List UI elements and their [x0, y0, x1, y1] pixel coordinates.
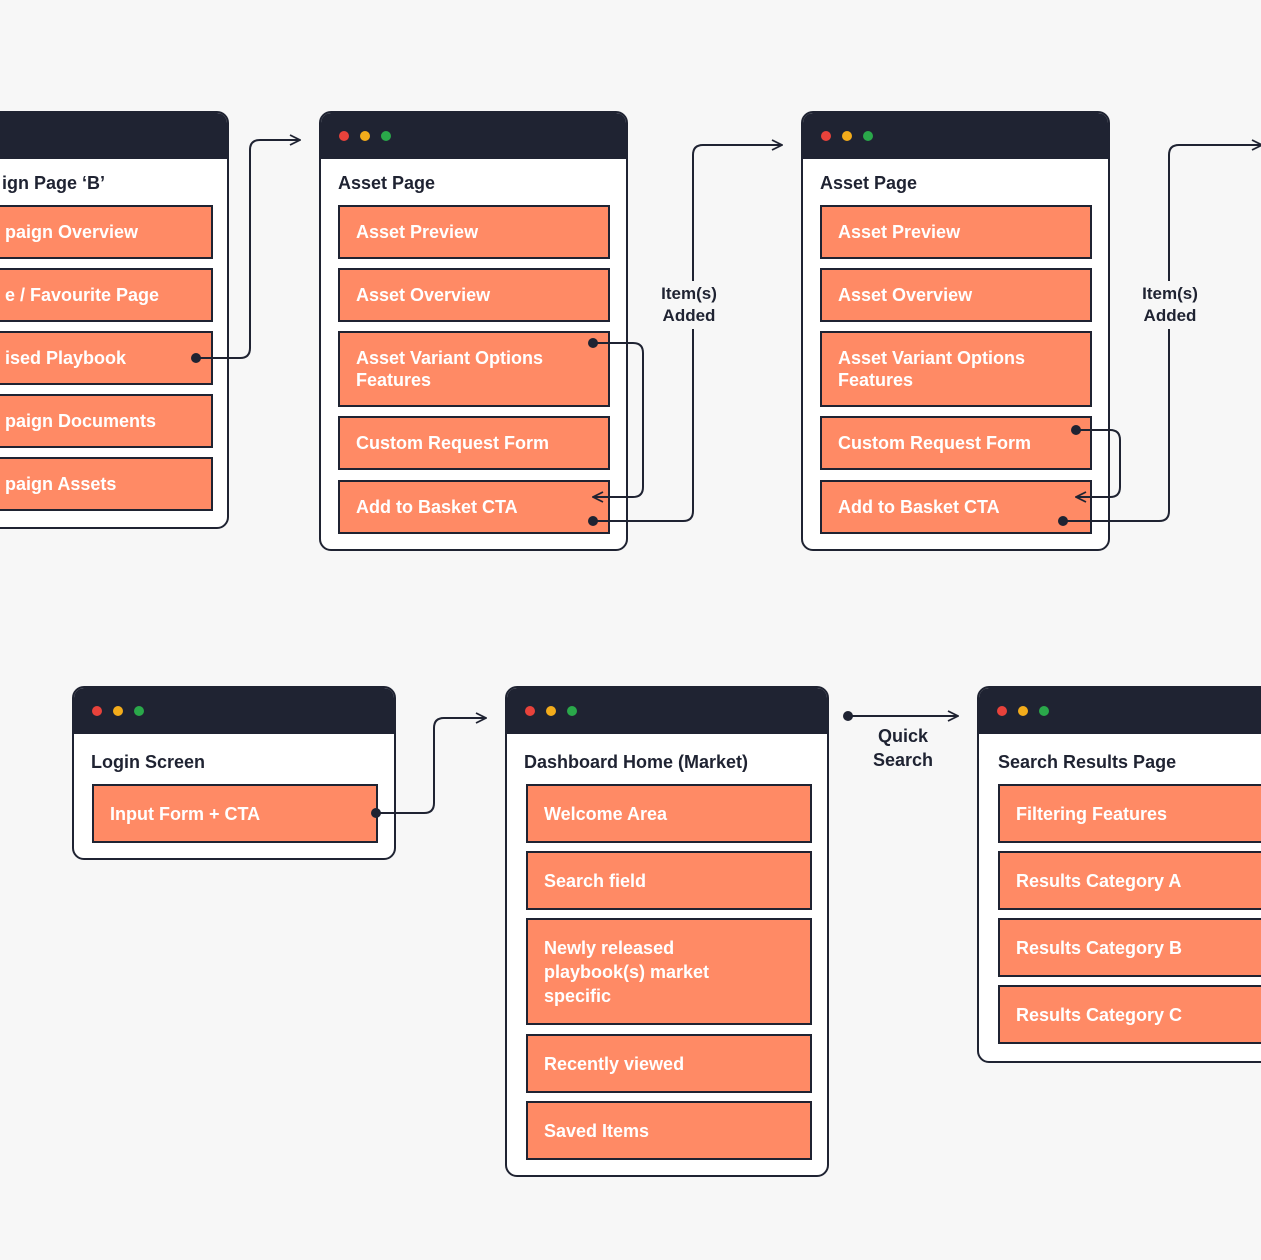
screen-item: Input Form + CTA [92, 784, 378, 843]
window-title: Asset Page [338, 173, 436, 193]
close-dot-icon [92, 706, 102, 716]
screen-item: Search field [526, 851, 812, 910]
screen-item: Results Category B [998, 918, 1261, 977]
window-search-results-page: Search Results Page Filtering Features R… [977, 686, 1261, 1063]
minimize-dot-icon [360, 131, 370, 141]
window-titlebar [803, 113, 1108, 159]
close-dot-icon [525, 706, 535, 716]
maximize-dot-icon [134, 706, 144, 716]
screen-item: Welcome Area [526, 784, 812, 843]
connector-label-quick-search: Quick Search [872, 726, 934, 770]
screen-item: Filtering Features [998, 784, 1261, 843]
window-title: Dashboard Home (Market) [524, 752, 749, 772]
minimize-dot-icon [113, 706, 123, 716]
screen-item: Saved Items [526, 1101, 812, 1160]
minimize-dot-icon [1018, 706, 1028, 716]
screen-item: Asset Preview [820, 205, 1092, 259]
screen-item: Add to Basket CTA [820, 480, 1092, 534]
screen-item: Asset Overview [338, 268, 610, 322]
window-campaign-page-b: ign Page ‘B’ paign Overview e / Favourit… [0, 111, 229, 529]
screen-item: Add to Basket CTA [338, 480, 610, 534]
connector-label-items-added: Item(s) Added [648, 281, 730, 329]
minimize-dot-icon [842, 131, 852, 141]
close-dot-icon [339, 131, 349, 141]
window-titlebar [0, 113, 227, 159]
window-titlebar [74, 688, 394, 734]
maximize-dot-icon [381, 131, 391, 141]
screen-item: Recently viewed [526, 1034, 812, 1093]
connector-label-items-added: Item(s) Added [1129, 281, 1211, 329]
screen-item: Newly released playbook(s) market specif… [526, 918, 812, 1025]
close-dot-icon [997, 706, 1007, 716]
screen-item: paign Overview [0, 205, 213, 259]
screen-item: Asset Preview [338, 205, 610, 259]
maximize-dot-icon [1039, 706, 1049, 716]
screen-item: paign Assets [0, 457, 213, 511]
window-title: ign Page ‘B’ [2, 173, 106, 193]
screen-item: Results Category A [998, 851, 1261, 910]
maximize-dot-icon [567, 706, 577, 716]
window-title: Search Results Page [998, 752, 1177, 772]
screen-item: paign Documents [0, 394, 213, 448]
connector-start-dot [843, 711, 853, 721]
window-titlebar [321, 113, 626, 159]
screen-item: Custom Request Form [338, 416, 610, 470]
window-title: Login Screen [91, 752, 206, 772]
window-titlebar [507, 688, 827, 734]
minimize-dot-icon [546, 706, 556, 716]
screen-item: Asset Overview [820, 268, 1092, 322]
window-dashboard-home: Dashboard Home (Market) Welcome Area Sea… [505, 686, 829, 1177]
screen-item: Asset Variant Options Features [820, 331, 1092, 407]
window-asset-page-1: Asset Page Asset Preview Asset Overview … [319, 111, 628, 551]
window-titlebar [979, 688, 1261, 734]
screen-item: Results Category C [998, 985, 1261, 1044]
window-login-screen: Login Screen Input Form + CTA [72, 686, 396, 860]
screen-item: Custom Request Form [820, 416, 1092, 470]
screen-item: Asset Variant Options Features [338, 331, 610, 407]
screen-item: e / Favourite Page [0, 268, 213, 322]
screen-item: ised Playbook [0, 331, 213, 385]
close-dot-icon [821, 131, 831, 141]
window-title: Asset Page [820, 173, 918, 193]
window-asset-page-2: Asset Page Asset Preview Asset Overview … [801, 111, 1110, 551]
maximize-dot-icon [863, 131, 873, 141]
